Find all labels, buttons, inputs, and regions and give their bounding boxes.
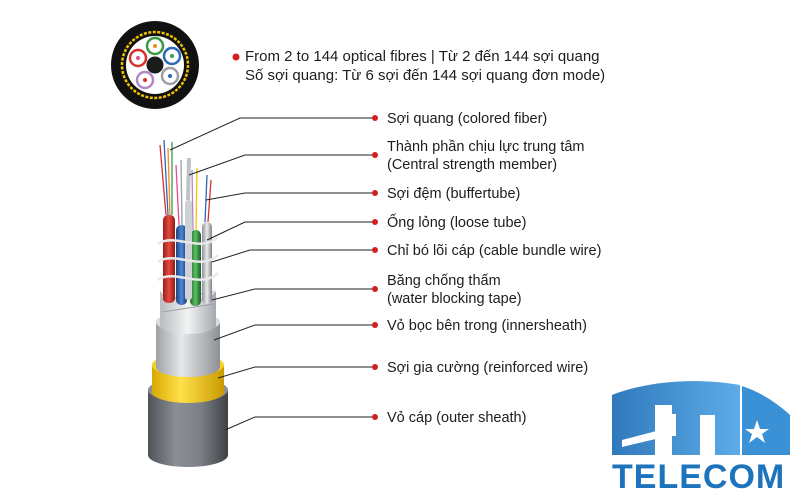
leader-line-cable-bundle-wire <box>211 249 375 263</box>
leader-line-buffertube <box>205 192 375 201</box>
leader-line-outer-sheath <box>224 416 375 431</box>
leader-line-innersheath <box>213 324 375 341</box>
bullet-innersheath <box>372 322 378 328</box>
bullet-central-strength-member <box>372 152 378 158</box>
bullet-water-blocking-tape <box>372 286 378 292</box>
leader-lines <box>169 115 378 431</box>
bullet-buffertube <box>372 190 378 196</box>
label-cable-bundle-wire: Chỉ bó lõi cáp (cable bundle wire) <box>387 243 602 259</box>
header-bullet <box>232 53 240 61</box>
cable-cutaway <box>148 139 228 467</box>
bullet-reinforced-wire <box>372 364 378 370</box>
label-water-blocking-tape-1: Băng chống thấm <box>387 273 501 289</box>
bullet-loose-tube <box>372 219 378 225</box>
label-outer-sheath: Vỏ cáp (outer sheath) <box>387 410 527 426</box>
label-innersheath: Vỏ bọc bên trong (innersheath) <box>387 318 587 334</box>
bullet-fiber <box>372 115 378 121</box>
outer-sheath-shape <box>148 390 228 467</box>
leader-line-central-strength-member <box>188 154 375 176</box>
leader-line-loose-tube <box>206 221 375 241</box>
cable-cross-section <box>111 21 199 109</box>
label-buffertube: Sợi đệm (buffertube) <box>387 186 521 202</box>
logo-text: TELECOM <box>612 458 786 496</box>
bullet-cable-bundle-wire <box>372 247 378 253</box>
bullet-outer-sheath <box>372 414 378 420</box>
label-water-blocking-tape-2: (water blocking tape) <box>387 291 522 307</box>
label-reinforced-wire: Sợi gia cường (reinforced wire) <box>387 360 589 376</box>
leader-line-water-blocking-tape <box>211 288 375 301</box>
label-loose-tube: Ống lỏng (loose tube) <box>387 215 527 231</box>
header-line-2: Số sợi quang: Từ 6 sợi đến 144 sợi quang… <box>245 67 606 84</box>
label-central-strength-member-2: (Central strength member) <box>387 157 558 173</box>
header-line-1: From 2 to 144 optical fibres | Từ 2 đến … <box>245 48 600 65</box>
hn-telecom-logo-icon <box>612 381 790 455</box>
innersheath-shape <box>156 322 220 377</box>
leader-line-fiber <box>169 117 375 151</box>
leader-line-reinforced-wire <box>217 366 375 379</box>
label-colored-fiber: Sợi quang (colored fiber) <box>387 111 548 127</box>
label-central-strength-member-1: Thành phần chịu lực trung tâm <box>387 139 585 155</box>
